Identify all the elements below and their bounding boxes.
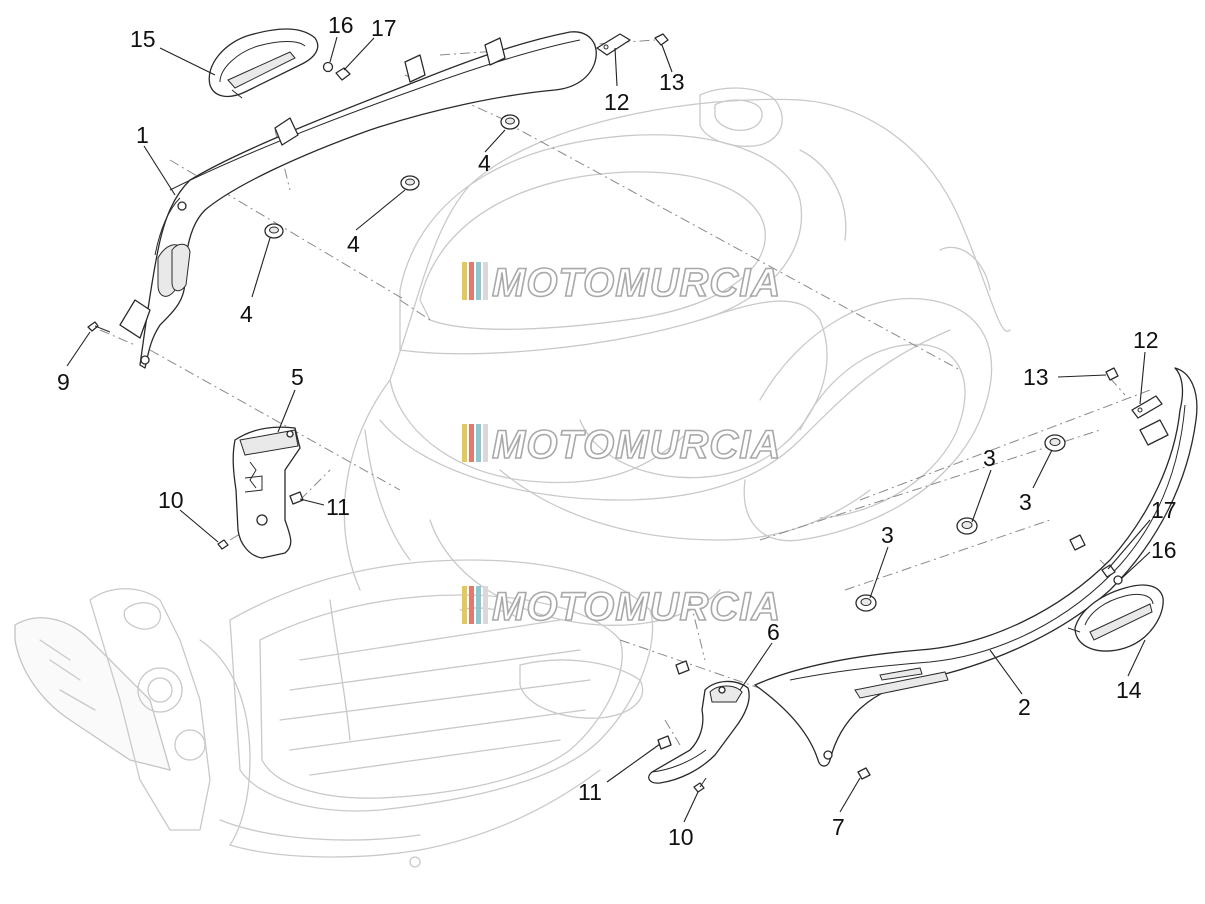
callout-7: 7 xyxy=(832,814,845,840)
callout-17: 17 xyxy=(1151,497,1177,523)
callout-13: 13 xyxy=(1023,364,1049,390)
callout-2: 2 xyxy=(1018,694,1031,720)
callout-10: 10 xyxy=(158,487,184,513)
callout-5: 5 xyxy=(291,364,304,390)
screw-9 xyxy=(87,321,111,333)
part-5-left-bracket[interactable] xyxy=(232,426,301,559)
callout-11: 11 xyxy=(578,779,602,805)
hardware-right xyxy=(1101,367,1163,585)
part-15-left-end-cap[interactable] xyxy=(208,28,319,99)
callout-10: 10 xyxy=(668,824,694,850)
watermark-2: MOTOMURCIA xyxy=(462,422,781,468)
callout-3: 3 xyxy=(1019,489,1032,515)
watermark-text: MOTOMURCIA xyxy=(492,423,781,467)
callout-16: 16 xyxy=(1151,537,1177,563)
scooter-body-ghost xyxy=(14,87,1011,868)
hardware-5 xyxy=(217,491,304,550)
part-1-left-rail[interactable] xyxy=(119,31,597,369)
callout-4: 4 xyxy=(478,150,491,176)
part-2-right-rail[interactable] xyxy=(754,367,1198,767)
callout-1: 1 xyxy=(136,122,149,148)
callout-12: 12 xyxy=(1133,327,1159,353)
grommets-4 xyxy=(264,114,520,239)
hardware-6 xyxy=(657,660,871,793)
callout-9: 9 xyxy=(57,369,70,395)
callout-12: 12 xyxy=(604,89,630,115)
callout-4: 4 xyxy=(347,231,360,257)
callout-numbers: 15 16 17 12 13 1 4 4 4 9 5 10 11 12 13 3… xyxy=(57,12,1177,850)
callout-4: 4 xyxy=(240,301,253,327)
part-6-right-bracket[interactable] xyxy=(648,680,750,784)
callout-14: 14 xyxy=(1116,677,1142,703)
callout-6: 6 xyxy=(767,619,780,645)
callout-3: 3 xyxy=(983,445,996,471)
callout-16: 16 xyxy=(328,12,354,38)
hardware-left-top xyxy=(322,33,669,81)
leader-lines xyxy=(66,36,1151,823)
watermark-3: MOTOMURCIA xyxy=(462,584,781,630)
callout-3: 3 xyxy=(881,522,894,548)
watermark-text: MOTOMURCIA xyxy=(492,585,781,629)
callout-13: 13 xyxy=(659,69,685,95)
callout-11: 11 xyxy=(326,494,350,520)
watermark-text: MOTOMURCIA xyxy=(492,261,781,305)
callout-17: 17 xyxy=(371,15,397,41)
part-14-right-end-cap[interactable] xyxy=(1067,584,1164,652)
watermark-1: MOTOMURCIA xyxy=(462,260,781,306)
callout-15: 15 xyxy=(130,26,156,52)
